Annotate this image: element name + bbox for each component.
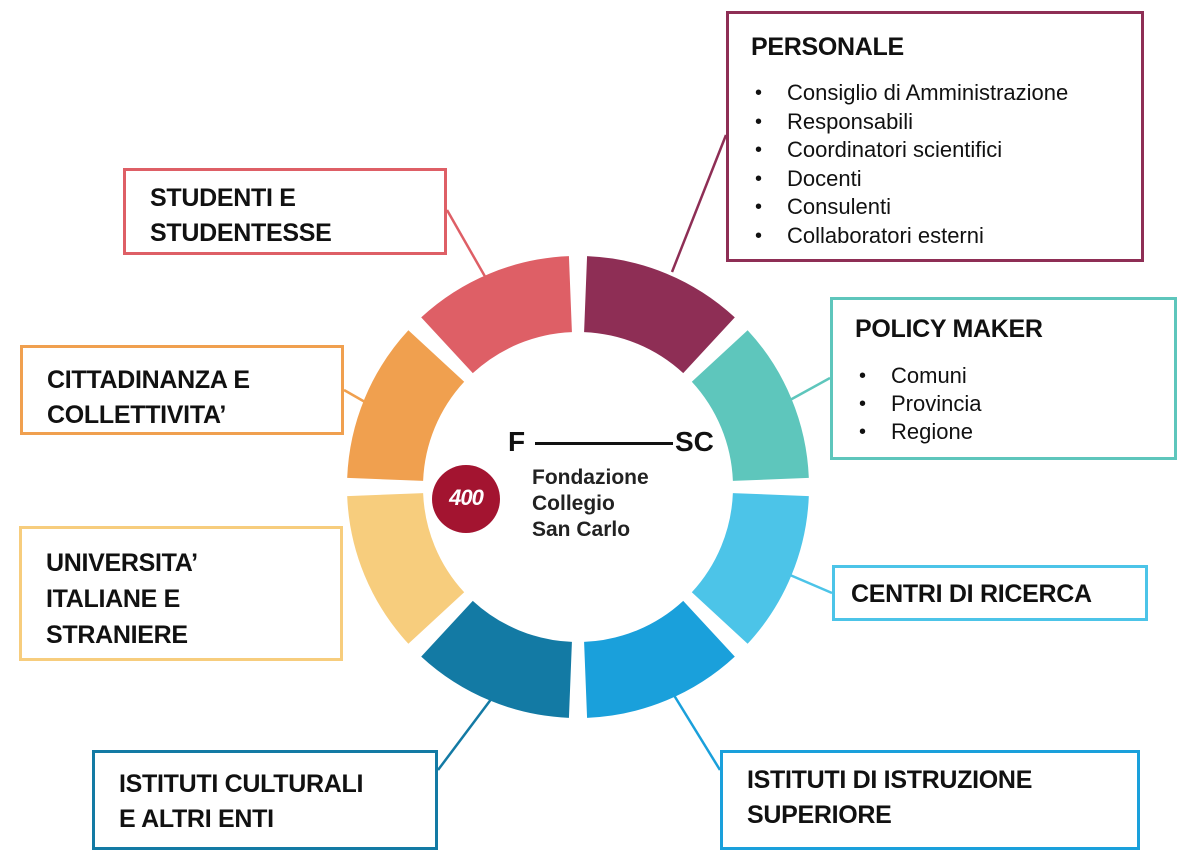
universita-title: UNIVERSITA’ ITALIANE E STRANIERE — [46, 549, 198, 649]
cittadinanza-title: CITTADINANZA E COLLETTIVITA’ — [47, 366, 250, 429]
ring-segment-studenti — [421, 256, 572, 374]
connector-istituti-culturali — [437, 697, 493, 771]
connector-istruzione — [670, 691, 722, 771]
logo-letter-f: F — [508, 426, 526, 457]
list-item: Responsabili — [751, 108, 1141, 137]
box-personale: PERSONALE Consiglio di Amministrazione R… — [726, 11, 1144, 262]
connector-studenti — [445, 209, 489, 281]
ring-segment-centri — [691, 493, 809, 644]
logo-letters-sc: SC — [675, 426, 714, 457]
ring-segment-universita — [347, 493, 465, 644]
centri-title: CENTRI DI RICERCA — [851, 580, 1092, 608]
list-item: Provincia — [855, 390, 1174, 418]
connector-centri — [789, 573, 833, 595]
ring — [347, 256, 809, 718]
connector-policy — [789, 376, 831, 402]
connector-personale — [670, 134, 728, 273]
list-item: Regione — [855, 418, 1174, 446]
studenti-title: STUDENTI E STUDENTESSE — [150, 184, 332, 247]
ring-segment-istituti-culturali — [421, 600, 572, 718]
ring-segment-personale — [584, 256, 735, 374]
personale-title: PERSONALE — [751, 33, 904, 61]
policy-title: POLICY MAKER — [855, 315, 1043, 343]
list-item: Collaboratori esterni — [751, 222, 1141, 251]
box-policy-maker: POLICY MAKER Comuni Provincia Regione — [830, 297, 1177, 460]
organization-name: Fondazione Collegio San Carlo — [532, 466, 649, 541]
list-item: Docenti — [751, 165, 1141, 194]
fondazione-logo: F SC 400 Fondazione Collegio San Carlo — [432, 425, 732, 560]
connector-lines — [343, 134, 833, 771]
list-item: Coordinatori scientifici — [751, 136, 1141, 165]
box-cittadinanza: CITTADINANZA E COLLETTIVITA’ — [20, 345, 344, 435]
policy-list: Comuni Provincia Regione — [855, 362, 1174, 446]
box-centri-di-ricerca: CENTRI DI RICERCA — [832, 565, 1148, 621]
box-istituti-istruzione: ISTITUTI DI ISTRUZIONE SUPERIORE — [720, 750, 1140, 850]
box-istituti-culturali: ISTITUTI CULTURALI E ALTRI ENTI — [92, 750, 438, 850]
logo-divider-line — [535, 442, 673, 445]
ring-segment-istruzione — [584, 600, 735, 718]
istruzione-title: ISTITUTI DI ISTRUZIONE SUPERIORE — [747, 766, 1033, 829]
connector-cittadinanza — [343, 388, 366, 404]
seal-text: 400 — [449, 485, 484, 510]
ring-segment-cittadinanza — [347, 330, 465, 481]
list-item: Consiglio di Amministrazione — [751, 79, 1141, 108]
box-universita: UNIVERSITA’ ITALIANE E STRANIERE — [19, 526, 343, 661]
list-item: Consulenti — [751, 193, 1141, 222]
personale-list: Consiglio di Amministrazione Responsabil… — [751, 79, 1141, 250]
istituti-culturali-title: ISTITUTI CULTURALI E ALTRI ENTI — [119, 770, 364, 833]
box-studenti: STUDENTI E STUDENTESSE — [123, 168, 447, 255]
list-item: Comuni — [855, 362, 1174, 390]
ring-segment-policy — [691, 330, 809, 481]
anniversary-seal-icon: 400 — [432, 465, 500, 533]
